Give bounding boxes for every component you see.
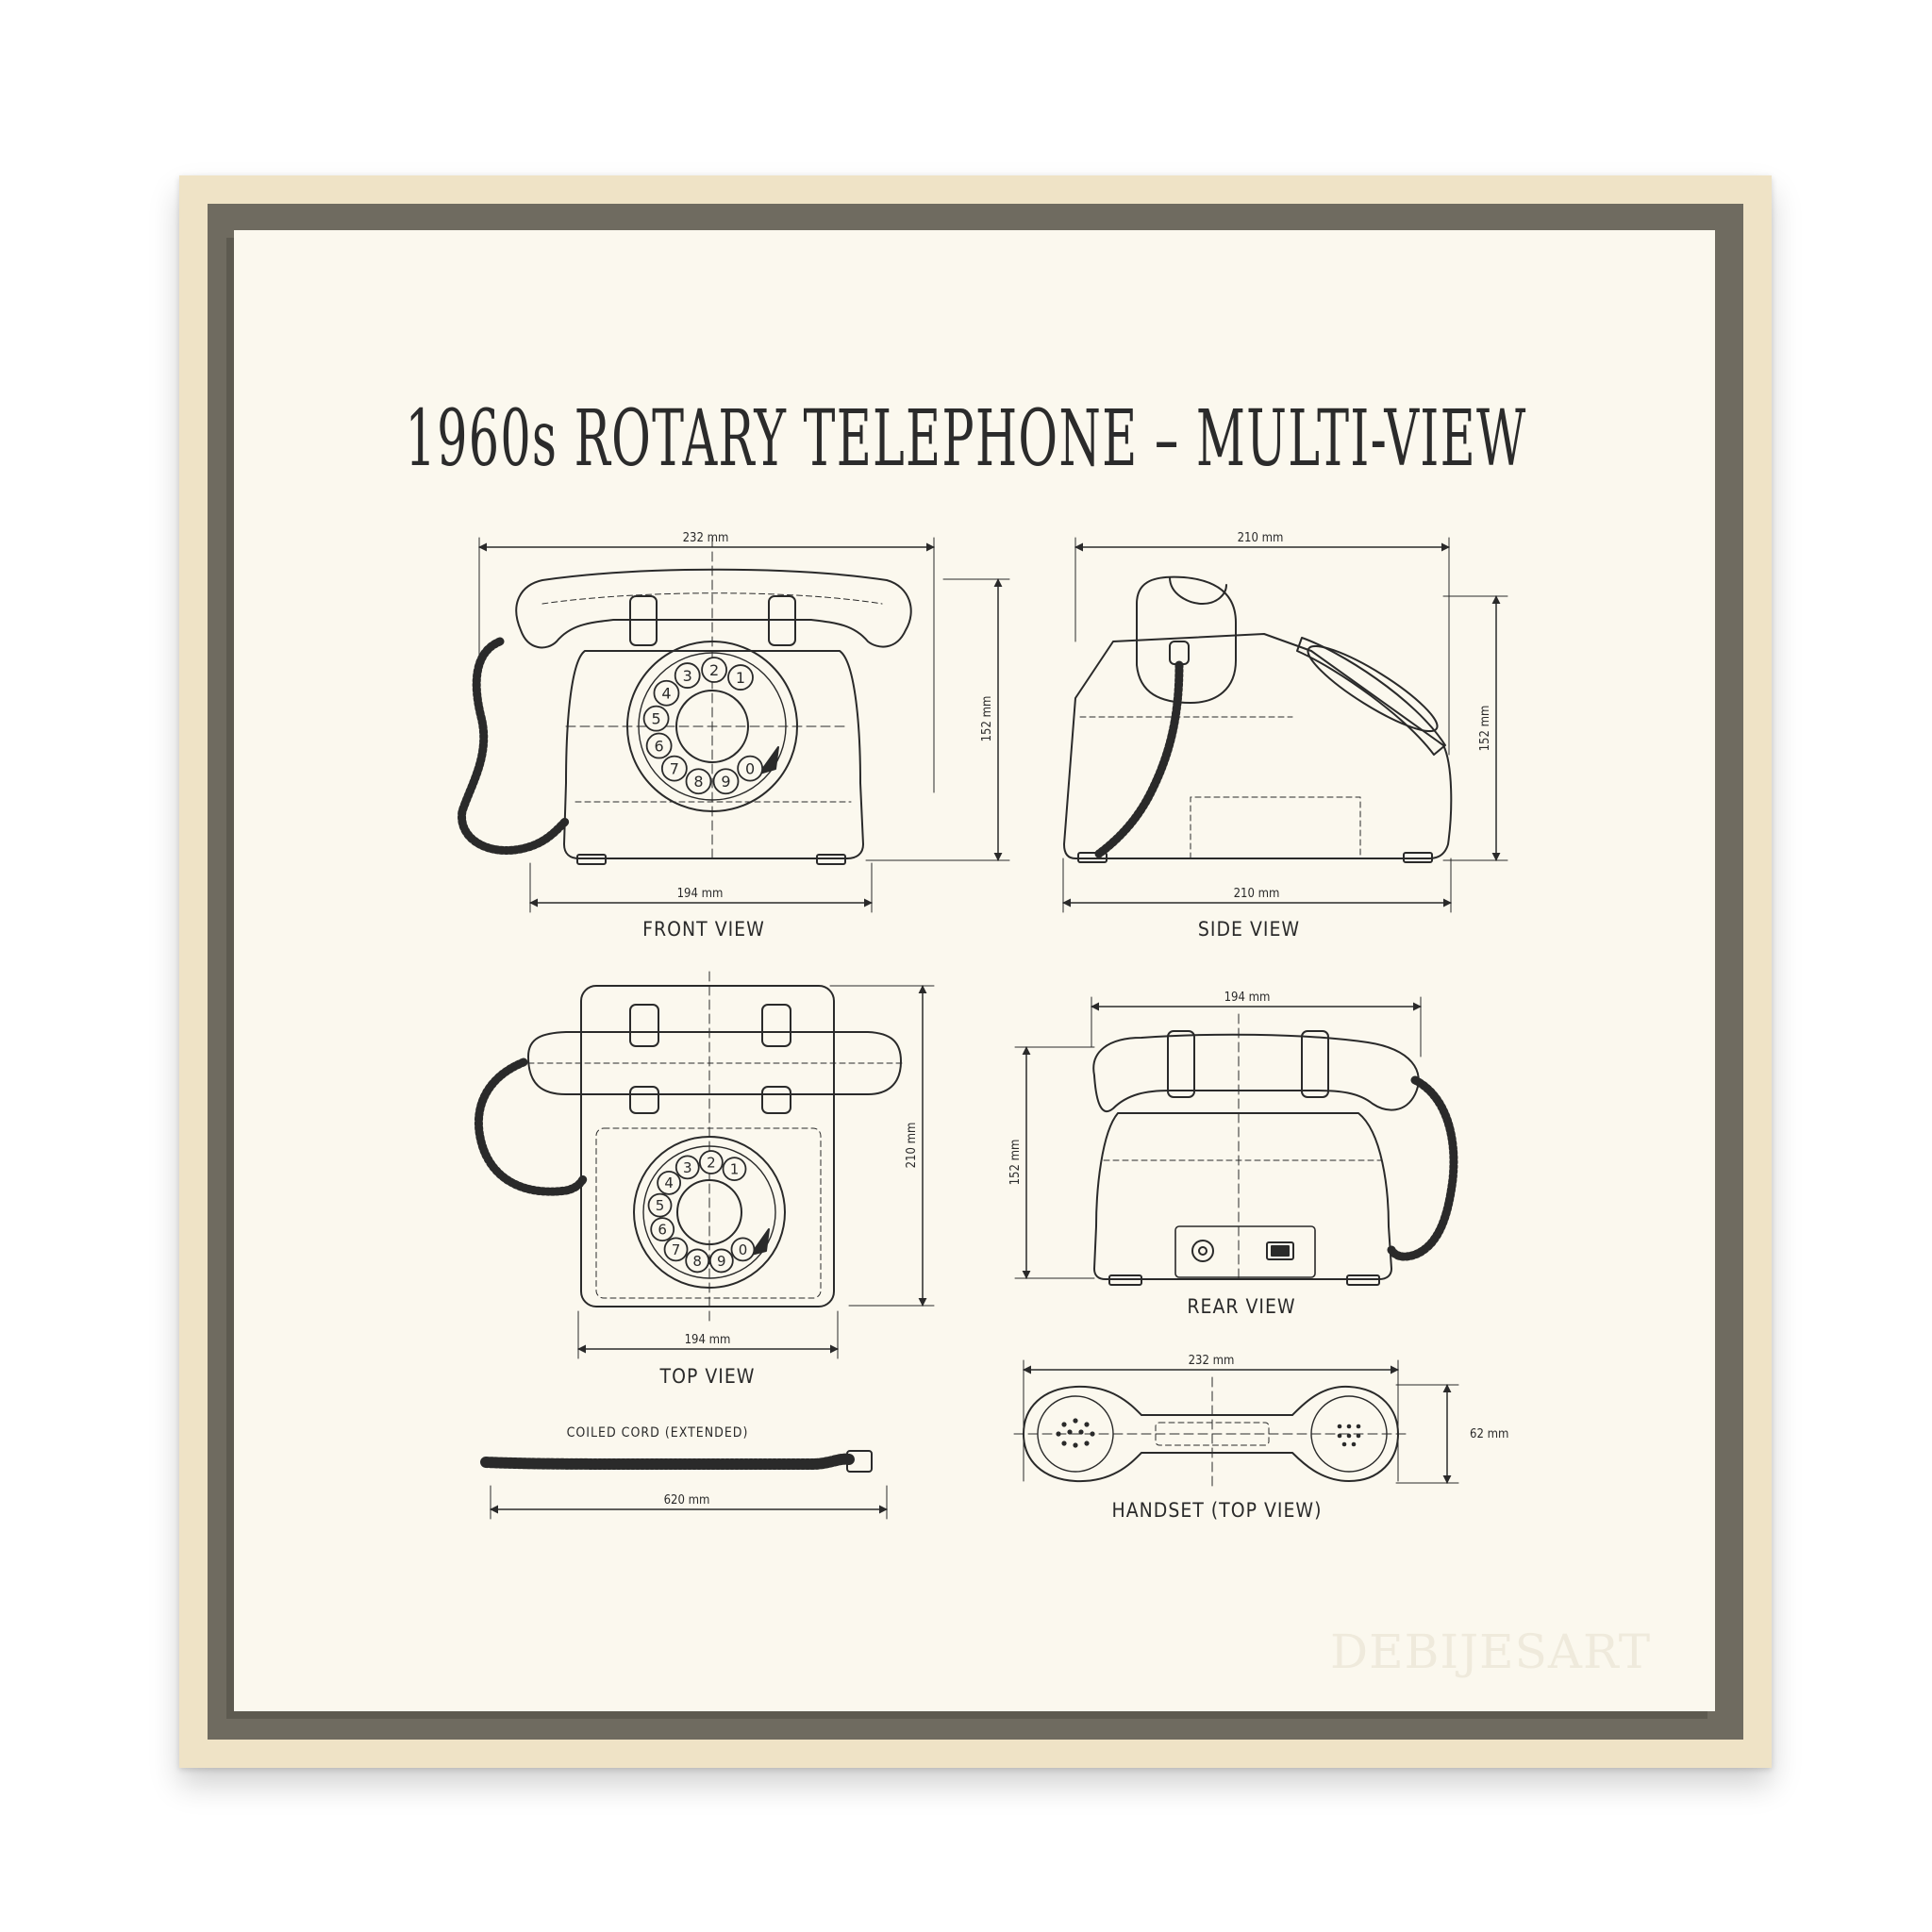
- dial-number: 5: [656, 1197, 665, 1214]
- rear-height-dim: 152 mm: [1008, 1140, 1023, 1186]
- watermark: DEBIJESART: [1330, 1624, 1652, 1679]
- top-depth-dim: 210 mm: [905, 1123, 919, 1169]
- side-height-dim: 152 mm: [1478, 706, 1492, 752]
- dial-hole: [712, 768, 740, 795]
- dial-hole: [657, 1170, 682, 1195]
- dial-hole: [722, 1157, 747, 1182]
- dial-number: 9: [721, 773, 730, 791]
- dial-number: 1: [730, 1161, 740, 1178]
- top-base-dim: 194 mm: [685, 1333, 731, 1347]
- cord-label: COILED CORD (EXTENDED): [567, 1425, 749, 1441]
- dial-number: 0: [745, 759, 755, 777]
- poster-title: 1960s ROTARY TELEPHONE – MULTI-VIEW: [405, 394, 1527, 484]
- dial-number: 6: [655, 737, 664, 755]
- front-base-dim: 194 mm: [677, 887, 724, 901]
- dial-number: 2: [707, 1154, 716, 1171]
- dial-hole: [675, 1155, 700, 1180]
- handset-view-label: HANDSET (TOP VIEW): [1112, 1499, 1323, 1522]
- dial-number: 7: [670, 759, 679, 777]
- top-view-label: TOP VIEW: [659, 1365, 756, 1388]
- dial-hole: [727, 664, 754, 691]
- coiled-cord-drawing: [480, 1450, 888, 1520]
- side-view-drawing: [1062, 537, 1508, 913]
- rear-view-label: REAR VIEW: [1187, 1295, 1295, 1318]
- side-view-label: SIDE VIEW: [1198, 918, 1300, 941]
- dial-hole: [642, 705, 670, 732]
- dial-hole: [647, 1192, 673, 1218]
- dial-number: 3: [683, 1159, 692, 1176]
- dial-number: 6: [658, 1222, 667, 1239]
- dial-hole: [737, 755, 764, 782]
- cord-length-dim: 620 mm: [664, 1493, 710, 1507]
- dial-hole: [660, 755, 688, 782]
- dial-number: 7: [672, 1241, 681, 1258]
- side-bottom-dim: 210 mm: [1234, 887, 1280, 901]
- dial-hole: [698, 1150, 724, 1174]
- rear-width-dim: 194 mm: [1224, 991, 1271, 1005]
- dial-hole: [650, 1217, 675, 1242]
- dial-number: 9: [717, 1253, 726, 1270]
- top-view-drawing: [474, 971, 935, 1359]
- dial-hole: [730, 1237, 756, 1262]
- front-view-label: FRONT VIEW: [642, 918, 765, 941]
- dial-hole: [645, 732, 673, 759]
- dial-number: 4: [664, 1174, 674, 1191]
- dial-number: 3: [683, 667, 692, 685]
- front-width-dim: 232 mm: [683, 531, 729, 545]
- dial-number: 2: [709, 661, 719, 679]
- dial-hole: [685, 768, 712, 795]
- rear-view-drawing: [1014, 996, 1458, 1286]
- dial-hole: [685, 1248, 710, 1274]
- handset-width-dim: 62 mm: [1470, 1427, 1508, 1441]
- dial-number: 1: [736, 669, 745, 687]
- dial-hole: [653, 679, 680, 707]
- dial-hole: [708, 1248, 734, 1274]
- dial-hole: [674, 662, 701, 689]
- front-view-drawing: [458, 537, 1010, 913]
- dial-number: 0: [739, 1241, 748, 1258]
- dial-number: 4: [661, 684, 671, 702]
- handset-length-dim: 232 mm: [1189, 1354, 1235, 1368]
- dial-hole: [701, 657, 727, 683]
- dial-number: 5: [651, 709, 660, 727]
- handset-top-view-drawing: [1013, 1359, 1459, 1491]
- dial-number: 8: [692, 1253, 702, 1270]
- dial-number: 8: [693, 773, 703, 791]
- side-top-dim: 210 mm: [1238, 531, 1284, 545]
- front-height-dim: 152 mm: [980, 696, 994, 742]
- dial-hole: [663, 1237, 689, 1262]
